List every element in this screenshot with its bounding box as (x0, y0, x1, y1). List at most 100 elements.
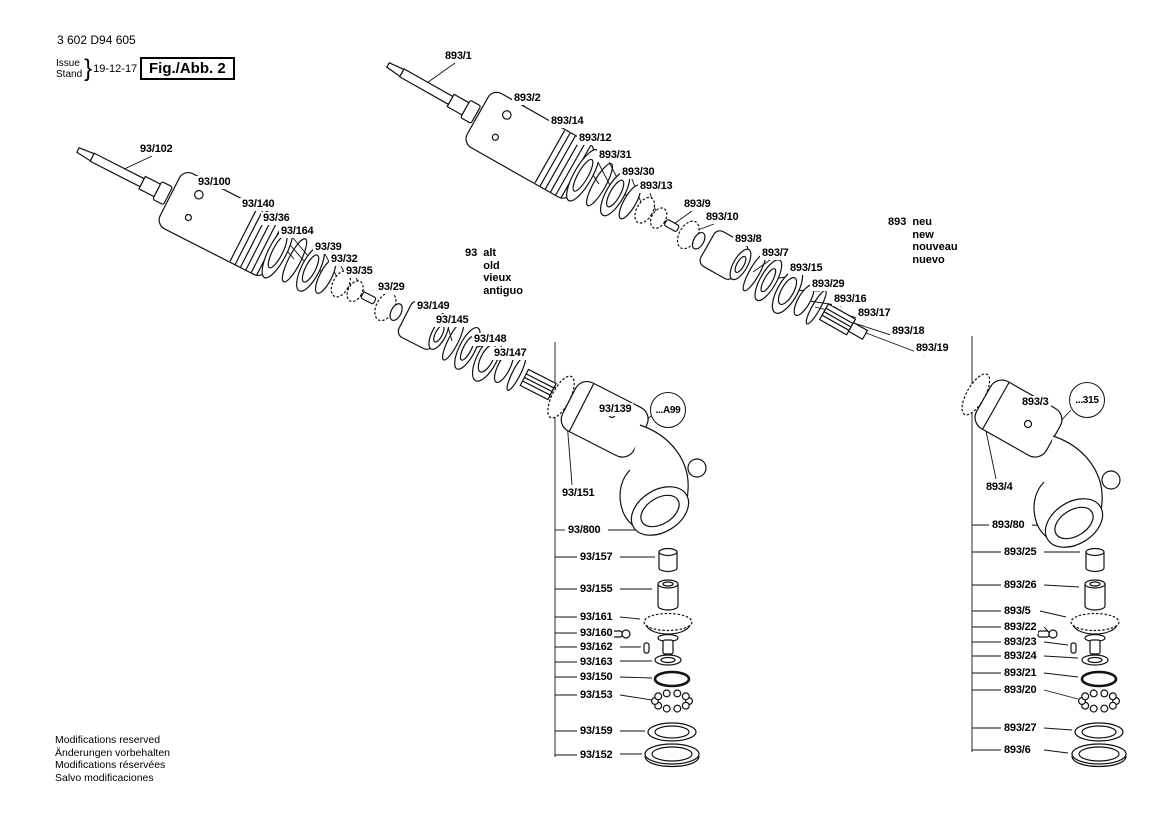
part-label: 893/12 (577, 132, 614, 145)
leader-line (1043, 727, 1073, 731)
part-label: 93/100 (196, 176, 233, 189)
modifications-note: Modifications reserved Änderungen vorbeh… (55, 734, 170, 784)
part-label: 93/145 (434, 314, 471, 327)
part-label: 93/140 (240, 198, 277, 211)
part-label: 893/15 (788, 262, 825, 275)
part-label: 93/163 (578, 656, 615, 669)
leader-line (1043, 626, 1049, 632)
part-label: 893/31 (597, 149, 634, 162)
ref-circle-a99: ...A99 (650, 392, 686, 428)
part-label: 93/139 (597, 403, 634, 416)
part-label: 893/29 (810, 278, 847, 291)
part-label: 893/19 (914, 342, 951, 355)
old-assembly-head-parts-column (609, 547, 701, 768)
part-label: 93/102 (138, 143, 175, 156)
part-label: 893/30 (620, 166, 657, 179)
variant-word: vieux (483, 272, 512, 284)
part-label: 93/32 (329, 253, 360, 266)
leader-line (619, 616, 641, 620)
part-label: 893/27 (1002, 722, 1039, 735)
part-label: 893/24 (1002, 650, 1039, 663)
leader-line (1043, 641, 1069, 646)
stand-label: Stand (56, 69, 83, 80)
leader-line (619, 694, 653, 701)
variant-word: new (912, 228, 934, 241)
part-label: 93/150 (578, 671, 615, 684)
footer-line: Änderungen vorbehalten (55, 746, 171, 759)
part-label: 893/17 (856, 307, 893, 320)
leader-line (1043, 749, 1069, 754)
part-label: 893/18 (890, 325, 927, 338)
leader-line (1039, 610, 1067, 618)
part-label: 893/3 (1020, 396, 1051, 409)
new-assembly-head-parts-column (1036, 547, 1128, 768)
part-label: 93/35 (344, 265, 375, 278)
part-label: 93/148 (472, 333, 509, 346)
leader-line (1043, 672, 1079, 678)
variant-word: antiguo (483, 284, 523, 297)
part-label: 893/8 (733, 233, 764, 246)
part-label: 893/5 (1002, 605, 1033, 618)
part-label: 93/159 (578, 725, 615, 738)
new-assembly-angle-head (961, 373, 1121, 548)
leader-line (752, 259, 771, 273)
brace-glyph: } (84, 55, 93, 82)
part-label: 893/20 (1002, 684, 1039, 697)
variant-word: alt (483, 247, 497, 259)
part-label: 893/4 (984, 481, 1015, 494)
leader-line (1043, 584, 1080, 588)
part-label: 93/164 (279, 225, 316, 238)
part-label: 893/1 (443, 50, 474, 63)
part-label: 893/26 (1002, 579, 1039, 592)
old-assembly-angle-head (547, 375, 707, 536)
leader-line (1043, 655, 1079, 659)
variant-word: nouveau (912, 241, 958, 253)
variant-word: nuevo (912, 253, 945, 266)
part-label: 93/152 (578, 749, 615, 762)
part-label: 93/149 (415, 300, 452, 313)
leader-line (619, 676, 653, 679)
variant-number: 93 (465, 247, 478, 259)
part-label: 93/161 (578, 611, 615, 624)
part-label: 93/160 (578, 627, 615, 640)
part-label: 893/7 (760, 247, 791, 260)
part-label: 893/22 (1002, 621, 1039, 634)
part-label: 93/157 (578, 551, 615, 564)
part-label: 93/162 (578, 641, 615, 654)
part-label: 893/25 (1002, 546, 1039, 559)
part-label: 93/36 (261, 212, 292, 225)
part-label: 893/14 (549, 115, 586, 128)
part-label: 893/21 (1002, 667, 1039, 680)
part-label: 893/80 (990, 519, 1027, 532)
part-label: 893/6 (1002, 744, 1033, 757)
variant-number: 893 (888, 216, 907, 228)
issue-date: 19-12-17 (93, 63, 138, 75)
part-label: 893/10 (704, 211, 741, 224)
footer-line: Salvo modificaciones (55, 771, 154, 784)
variant-label-new: 893 neu new nouveau nuevo (886, 216, 960, 266)
part-label: 93/29 (376, 281, 407, 294)
leader-line (423, 62, 456, 86)
part-label: 93/39 (313, 241, 344, 254)
document-part-number: 3 602 D94 605 (57, 33, 136, 47)
part-label: 93/147 (492, 347, 529, 360)
part-label: 893/9 (682, 198, 713, 211)
ref-circle-315: ...315 (1069, 382, 1105, 418)
footer-line: Modifications réservées (55, 759, 166, 771)
issue-label: Issue (56, 58, 80, 69)
part-label: 93/151 (560, 487, 597, 500)
part-label: 93/800 (566, 524, 603, 537)
leader-line (1043, 689, 1079, 700)
part-label: 893/2 (512, 92, 543, 105)
part-label: 893/23 (1002, 636, 1039, 649)
variant-word: neu (912, 216, 932, 228)
footer-line: Modifications reserved (55, 734, 161, 746)
part-label: 893/13 (638, 180, 675, 193)
issue-stand-block: Issue Stand } 19-12-17 (56, 55, 137, 83)
part-label: 93/153 (578, 689, 615, 702)
variant-word: old (483, 259, 500, 272)
part-label: 893/16 (832, 293, 869, 306)
part-label: 93/155 (578, 583, 615, 596)
